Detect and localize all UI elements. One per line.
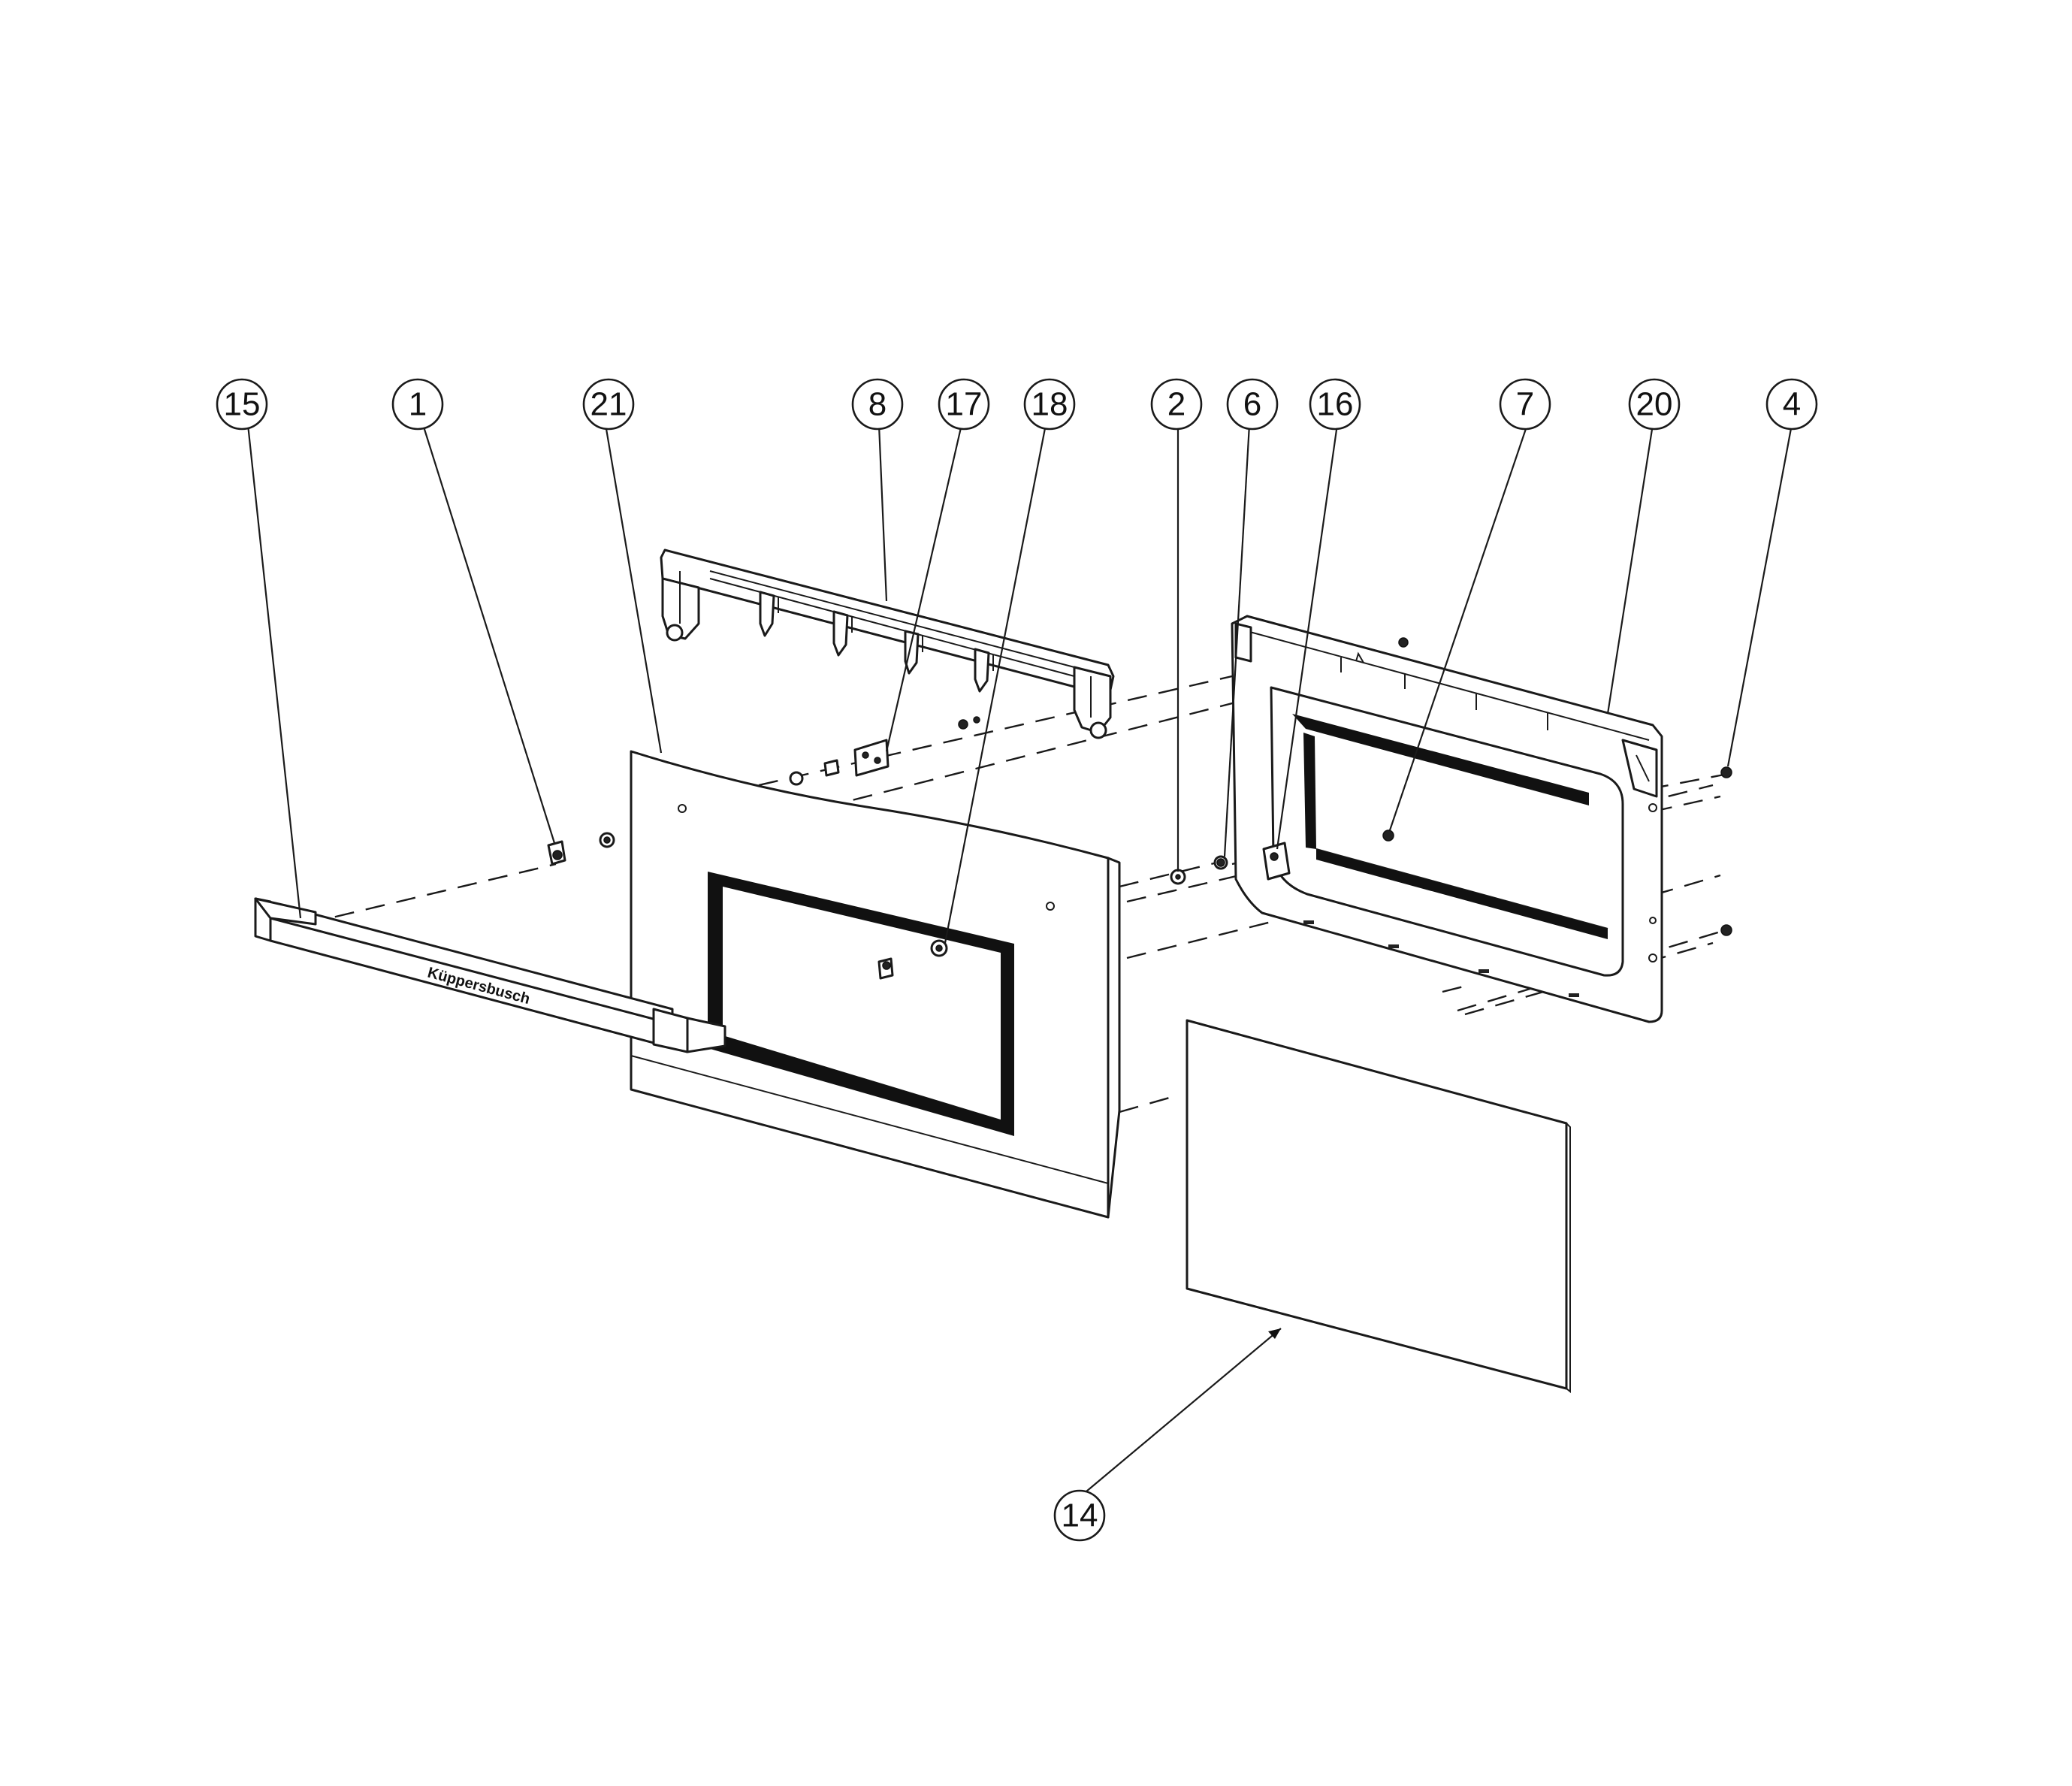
callout-8: 8 <box>851 378 904 431</box>
callout-16-label: 16 <box>1317 386 1354 423</box>
inner-glass-pane <box>1186 1019 1571 1394</box>
callout-6: 6 <box>1226 378 1279 431</box>
callout-21: 21 <box>582 378 635 431</box>
callout-20-label: 20 <box>1636 386 1673 423</box>
callout-2: 2 <box>1150 378 1203 431</box>
callout-4-label: 4 <box>1783 386 1801 423</box>
callout-2-label: 2 <box>1167 386 1186 423</box>
callout-16: 16 <box>1309 378 1361 431</box>
callout-18: 18 <box>1023 378 1076 431</box>
hinge-bracket-fasteners <box>547 716 980 980</box>
callout-15: 15 <box>216 378 268 431</box>
front-glass-panel <box>630 750 1121 1219</box>
callout-7: 7 <box>1499 378 1551 431</box>
leader-lines <box>246 424 1793 1496</box>
callout-6-label: 6 <box>1243 386 1261 423</box>
callout-14-label: 14 <box>1062 1497 1098 1534</box>
door-handle: Küppersbusch <box>254 897 726 1053</box>
callout-14: 14 <box>1053 1489 1106 1542</box>
callout-15-label: 15 <box>224 386 261 423</box>
callout-17-label: 17 <box>946 386 983 423</box>
callout-8-label: 8 <box>868 386 886 423</box>
callout-7-label: 7 <box>1516 386 1534 423</box>
callout-4: 4 <box>1765 378 1818 431</box>
inner-door-frame <box>1231 615 1663 1023</box>
top-trim-rail <box>660 548 1115 739</box>
callout-21-label: 21 <box>590 386 627 423</box>
callout-1: 1 <box>391 378 444 431</box>
callout-1-label: 1 <box>409 386 427 423</box>
callout-18-label: 18 <box>1031 386 1068 423</box>
callout-17: 17 <box>938 378 990 431</box>
frame-fasteners <box>1170 637 1732 936</box>
callout-20: 20 <box>1628 378 1681 431</box>
